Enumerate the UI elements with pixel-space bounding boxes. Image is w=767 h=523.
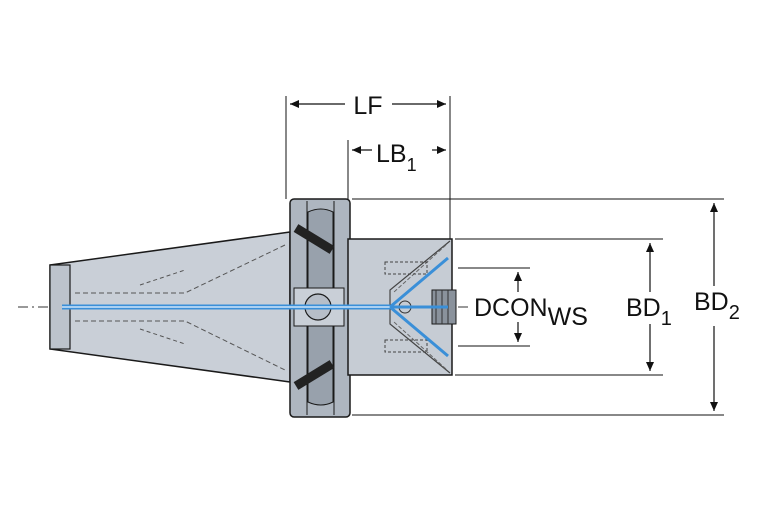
dimension-sub-dcon: WS: [548, 303, 588, 331]
extension-lines: [285, 96, 724, 416]
dimension-label-bd1: BD: [626, 294, 661, 322]
dimension-lb1: LB1: [352, 140, 446, 175]
dimension-sub-lb: 1: [407, 155, 417, 175]
coolant-channel: [62, 256, 449, 358]
svg-text:LB1: LB1: [376, 140, 417, 175]
dimension-bd1: BD1: [626, 243, 672, 371]
dimension-bd2: BD2: [694, 203, 740, 411]
svg-text:BD2: BD2: [694, 288, 740, 324]
dimension-sub-bd1: 1: [661, 308, 672, 330]
dimension-label-dcon: DCON: [474, 294, 548, 322]
dimension-label-lf: LF: [353, 92, 382, 120]
svg-text:DCONWS: DCONWS: [474, 294, 588, 331]
dimension-label-lb: LB: [376, 140, 407, 168]
dimension-lf: LF: [290, 92, 446, 120]
dimension-label-bd2: BD: [694, 288, 729, 316]
svg-text:BD1: BD1: [626, 294, 672, 330]
dimension-dcon: DCONWS: [474, 272, 588, 342]
dimension-sub-bd2: 2: [729, 302, 740, 324]
